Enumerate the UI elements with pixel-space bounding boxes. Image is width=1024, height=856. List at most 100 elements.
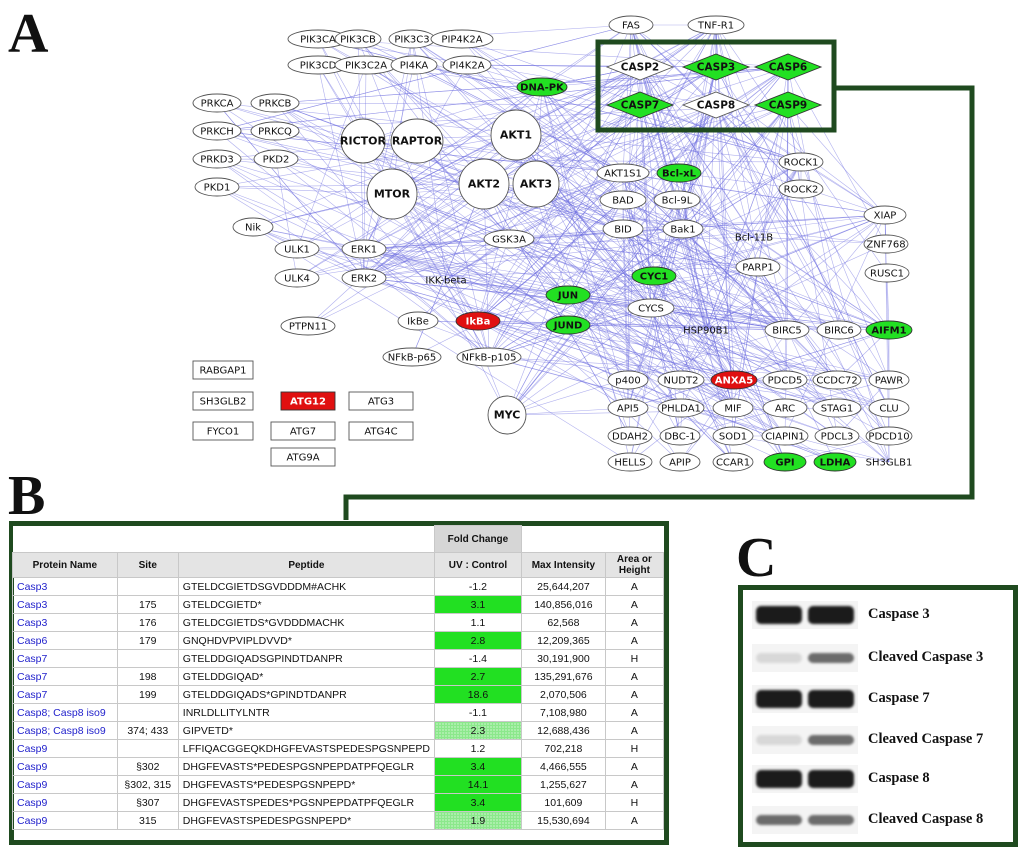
node-birc6: BIRC6 — [816, 320, 862, 340]
node-apip: APIP — [659, 452, 701, 472]
node-pdcl3: PDCL3 — [814, 426, 860, 446]
node-tnf-r1: TNF-R1 — [687, 15, 745, 35]
network-edge — [296, 64, 367, 250]
node-label: AKT3 — [520, 178, 552, 191]
node-shape — [274, 239, 320, 259]
node-shape — [348, 391, 414, 411]
cell-site: §302, 315 — [116, 775, 179, 794]
node-prkd3: PRKD3 — [192, 149, 242, 169]
network-edge — [622, 228, 734, 463]
node-label: ROCK2 — [784, 185, 819, 196]
node-shape — [280, 391, 336, 411]
network-edge — [488, 104, 641, 358]
node-shape — [192, 391, 254, 411]
node-label: PIP4K2A — [441, 35, 482, 46]
network-edge — [753, 161, 802, 238]
network-edge — [622, 228, 840, 331]
node-rictor: RICTOR — [340, 118, 387, 164]
node-shape — [390, 55, 438, 75]
node-myc: MYC — [487, 395, 527, 435]
node-label: PIK3CD — [300, 61, 337, 72]
node-label: NFkB-p105 — [462, 353, 517, 364]
network-edge — [275, 158, 624, 230]
network-edge — [567, 294, 734, 463]
cell-max-intensity: 25,644,207 — [520, 577, 606, 596]
node-shape — [192, 149, 242, 169]
node-label: CASP2 — [621, 62, 659, 74]
network-edge — [216, 186, 365, 279]
node-shape — [348, 421, 414, 441]
node-label: TNF-R1 — [697, 21, 734, 32]
cell-area-or-height: A — [604, 811, 665, 830]
network-edge — [627, 329, 890, 409]
network-edge — [363, 183, 537, 279]
node-clu: CLU — [868, 398, 910, 418]
cell-peptide: GNQHDVPVIPLDVVD* — [177, 631, 436, 650]
node-nik: Nik — [232, 217, 274, 237]
network-edge — [362, 140, 569, 296]
node-pdcd10: PDCD10 — [865, 426, 913, 446]
node-label: STAG1 — [821, 404, 853, 415]
cell-peptide: GIPVETD* — [177, 721, 436, 740]
network-edge — [622, 199, 734, 463]
node-shape — [455, 311, 501, 331]
network-edge — [622, 24, 717, 174]
cell-area-or-height: A — [604, 757, 665, 776]
node-nudt2: NUDT2 — [657, 370, 705, 390]
network-edge — [622, 66, 789, 201]
node-casp7: CASP7 — [605, 91, 675, 119]
node-fyco1: FYCO1 — [192, 421, 254, 441]
network-edge — [682, 161, 802, 230]
cell-area-or-height: H — [604, 739, 665, 758]
cell-fold-change: 3.4 — [434, 757, 522, 776]
node-bcl-xl: Bcl-xL — [656, 163, 702, 183]
cell-protein: Casp9 — [12, 793, 118, 812]
node-atg7: ATG7 — [270, 421, 336, 441]
cell-fold-change: 2.3 — [434, 721, 522, 740]
node-shape — [712, 452, 754, 472]
node-label: SH3GLB1 — [866, 458, 913, 469]
cell-fold-change: -1.2 — [434, 577, 522, 596]
node-label: CASP9 — [769, 100, 807, 112]
node-pip4k2a: PIP4K2A — [430, 29, 494, 49]
node-label: RICTOR — [340, 135, 386, 148]
blot-band — [808, 735, 854, 745]
node-label: CASP8 — [697, 100, 735, 112]
node-shape — [863, 205, 907, 225]
blot-band — [756, 815, 802, 825]
node-label: CASP6 — [769, 62, 807, 74]
network-edge — [682, 104, 717, 230]
blot-band — [808, 690, 854, 708]
node-znf768: ZNF768 — [863, 234, 909, 254]
node-bak1: Bak1 — [662, 219, 704, 239]
node-shape — [487, 395, 527, 435]
cell-area-or-height: A — [604, 667, 665, 686]
blot-band — [756, 653, 802, 663]
node-label: RAPTOR — [392, 135, 443, 148]
network-edge — [680, 329, 890, 409]
network-edge — [391, 24, 717, 195]
node-mtor: MTOR — [366, 168, 418, 220]
node-label: ATG7 — [290, 427, 316, 438]
node-label: ROCK1 — [784, 158, 819, 169]
blot-strip — [752, 726, 858, 754]
node-casp3: CASP3 — [681, 53, 751, 81]
network-edge — [363, 277, 838, 437]
node-label: ERK2 — [351, 274, 377, 285]
cell-fold-change: -1.1 — [434, 703, 522, 722]
network-edge — [715, 104, 890, 463]
node-label: ARC — [775, 404, 795, 415]
western-blot-frame — [738, 585, 1018, 847]
network-edge — [363, 172, 624, 279]
node-sh3glb1: SH3GLB1 — [866, 458, 913, 469]
node-raptor: RAPTOR — [390, 118, 444, 164]
node-shape — [865, 426, 913, 446]
node-shape — [490, 109, 542, 161]
network-edge — [535, 183, 735, 381]
cell-protein: Casp9 — [12, 811, 118, 830]
node-label: ZNF768 — [866, 240, 905, 251]
cell-peptide: DHGFEVASTSPEDESPGSNPEPD* — [177, 811, 436, 830]
